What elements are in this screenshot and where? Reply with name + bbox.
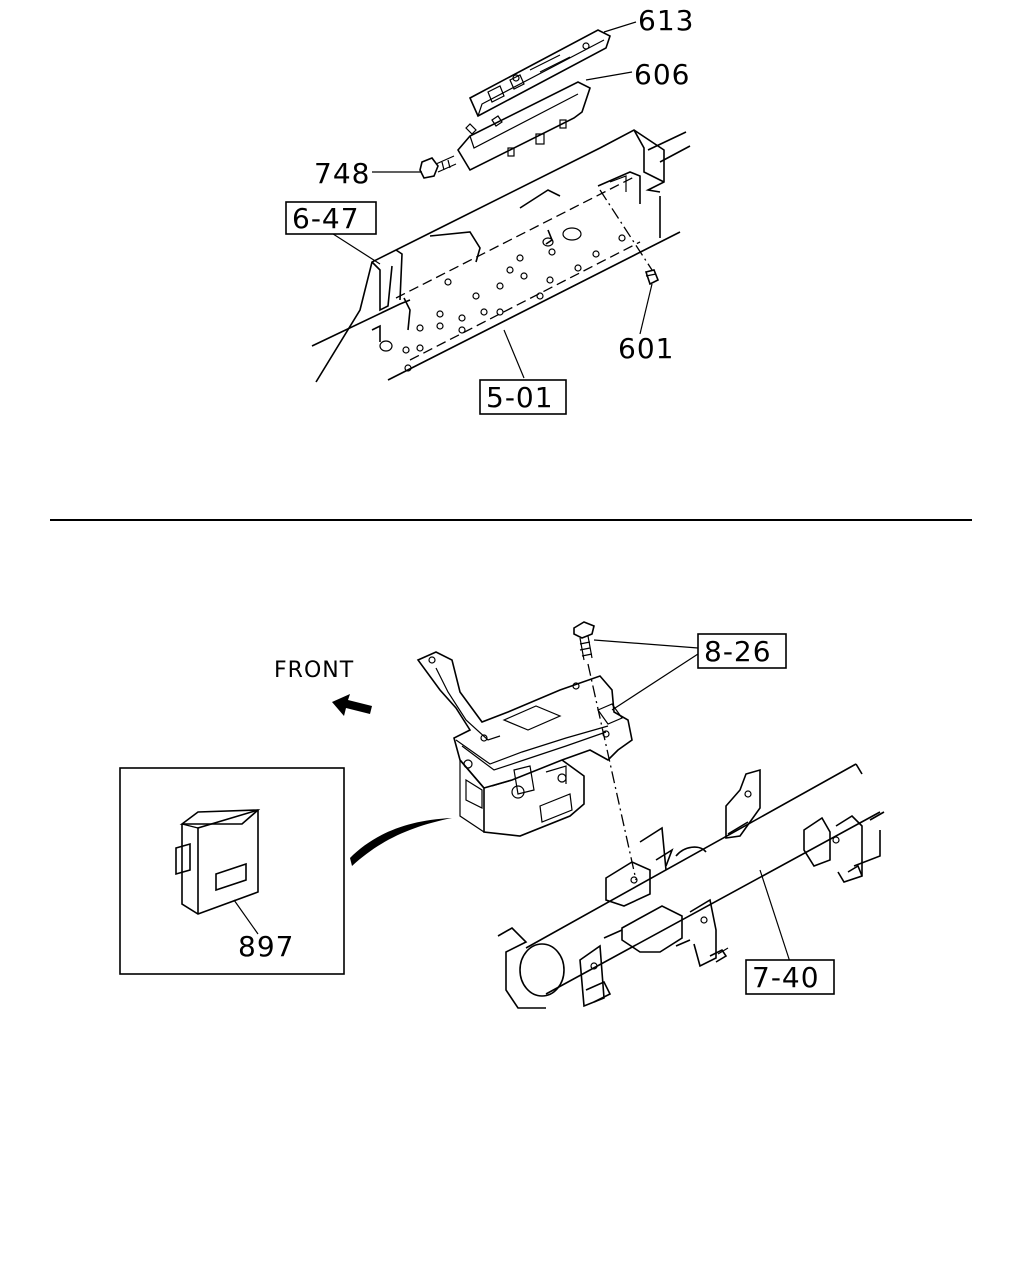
top-leader-lines <box>329 21 653 379</box>
front-arrow-icon <box>332 694 372 716</box>
bolt-748 <box>419 155 457 179</box>
module-613 <box>468 29 611 118</box>
clip-601 <box>644 269 660 286</box>
ref-box-6-47 <box>285 201 377 235</box>
top-assembly: 613 606 748 6-47 601 5-01 <box>285 4 694 415</box>
frame-rail <box>311 129 691 383</box>
callout-897: 897 <box>238 930 294 963</box>
ref-box-7-40 <box>745 959 835 995</box>
reference-arrow-icon <box>350 818 452 866</box>
ref-box-5-01 <box>479 379 567 415</box>
control-unit-installed <box>459 759 585 837</box>
inset-box <box>119 767 345 975</box>
leader-897 <box>233 899 259 935</box>
mounting-bracket <box>416 651 633 789</box>
callout-748: 748 <box>314 157 370 190</box>
callout-601: 601 <box>618 332 674 365</box>
front-label: FRONT <box>274 658 354 683</box>
callout-613: 613 <box>638 4 694 37</box>
bottom-leader-lines <box>593 639 791 963</box>
callout-5-01: 5-01 <box>486 381 554 414</box>
ref-box-8-26 <box>697 633 787 669</box>
cross-member-tube <box>497 763 885 1009</box>
callout-8-26: 8-26 <box>704 635 772 668</box>
bracket-606 <box>457 81 591 172</box>
bottom-assembly: FRONT <box>119 621 885 1009</box>
control-unit-897 <box>175 809 261 915</box>
bolt-8-26 <box>573 621 637 881</box>
callout-6-47: 6-47 <box>292 202 360 235</box>
callout-7-40: 7-40 <box>752 961 820 994</box>
callout-606: 606 <box>634 58 690 91</box>
